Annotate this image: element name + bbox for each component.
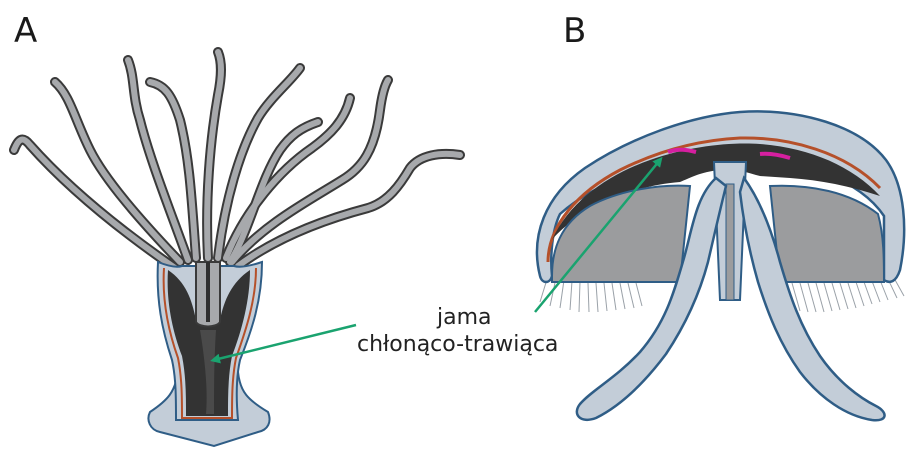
medusa-figure xyxy=(537,111,904,420)
medusa-subumbrella-right xyxy=(770,186,884,282)
callout-label-line2: chłonąco-trawiąca xyxy=(357,331,558,358)
polyp-figure xyxy=(14,52,460,446)
callout-label-line1: jama xyxy=(437,304,492,331)
polyp-mouth-opening xyxy=(206,262,210,322)
medusa-magenta-left xyxy=(668,150,696,152)
polyp-tentacles xyxy=(14,52,460,268)
medusa-manubrium-channel xyxy=(726,184,734,300)
